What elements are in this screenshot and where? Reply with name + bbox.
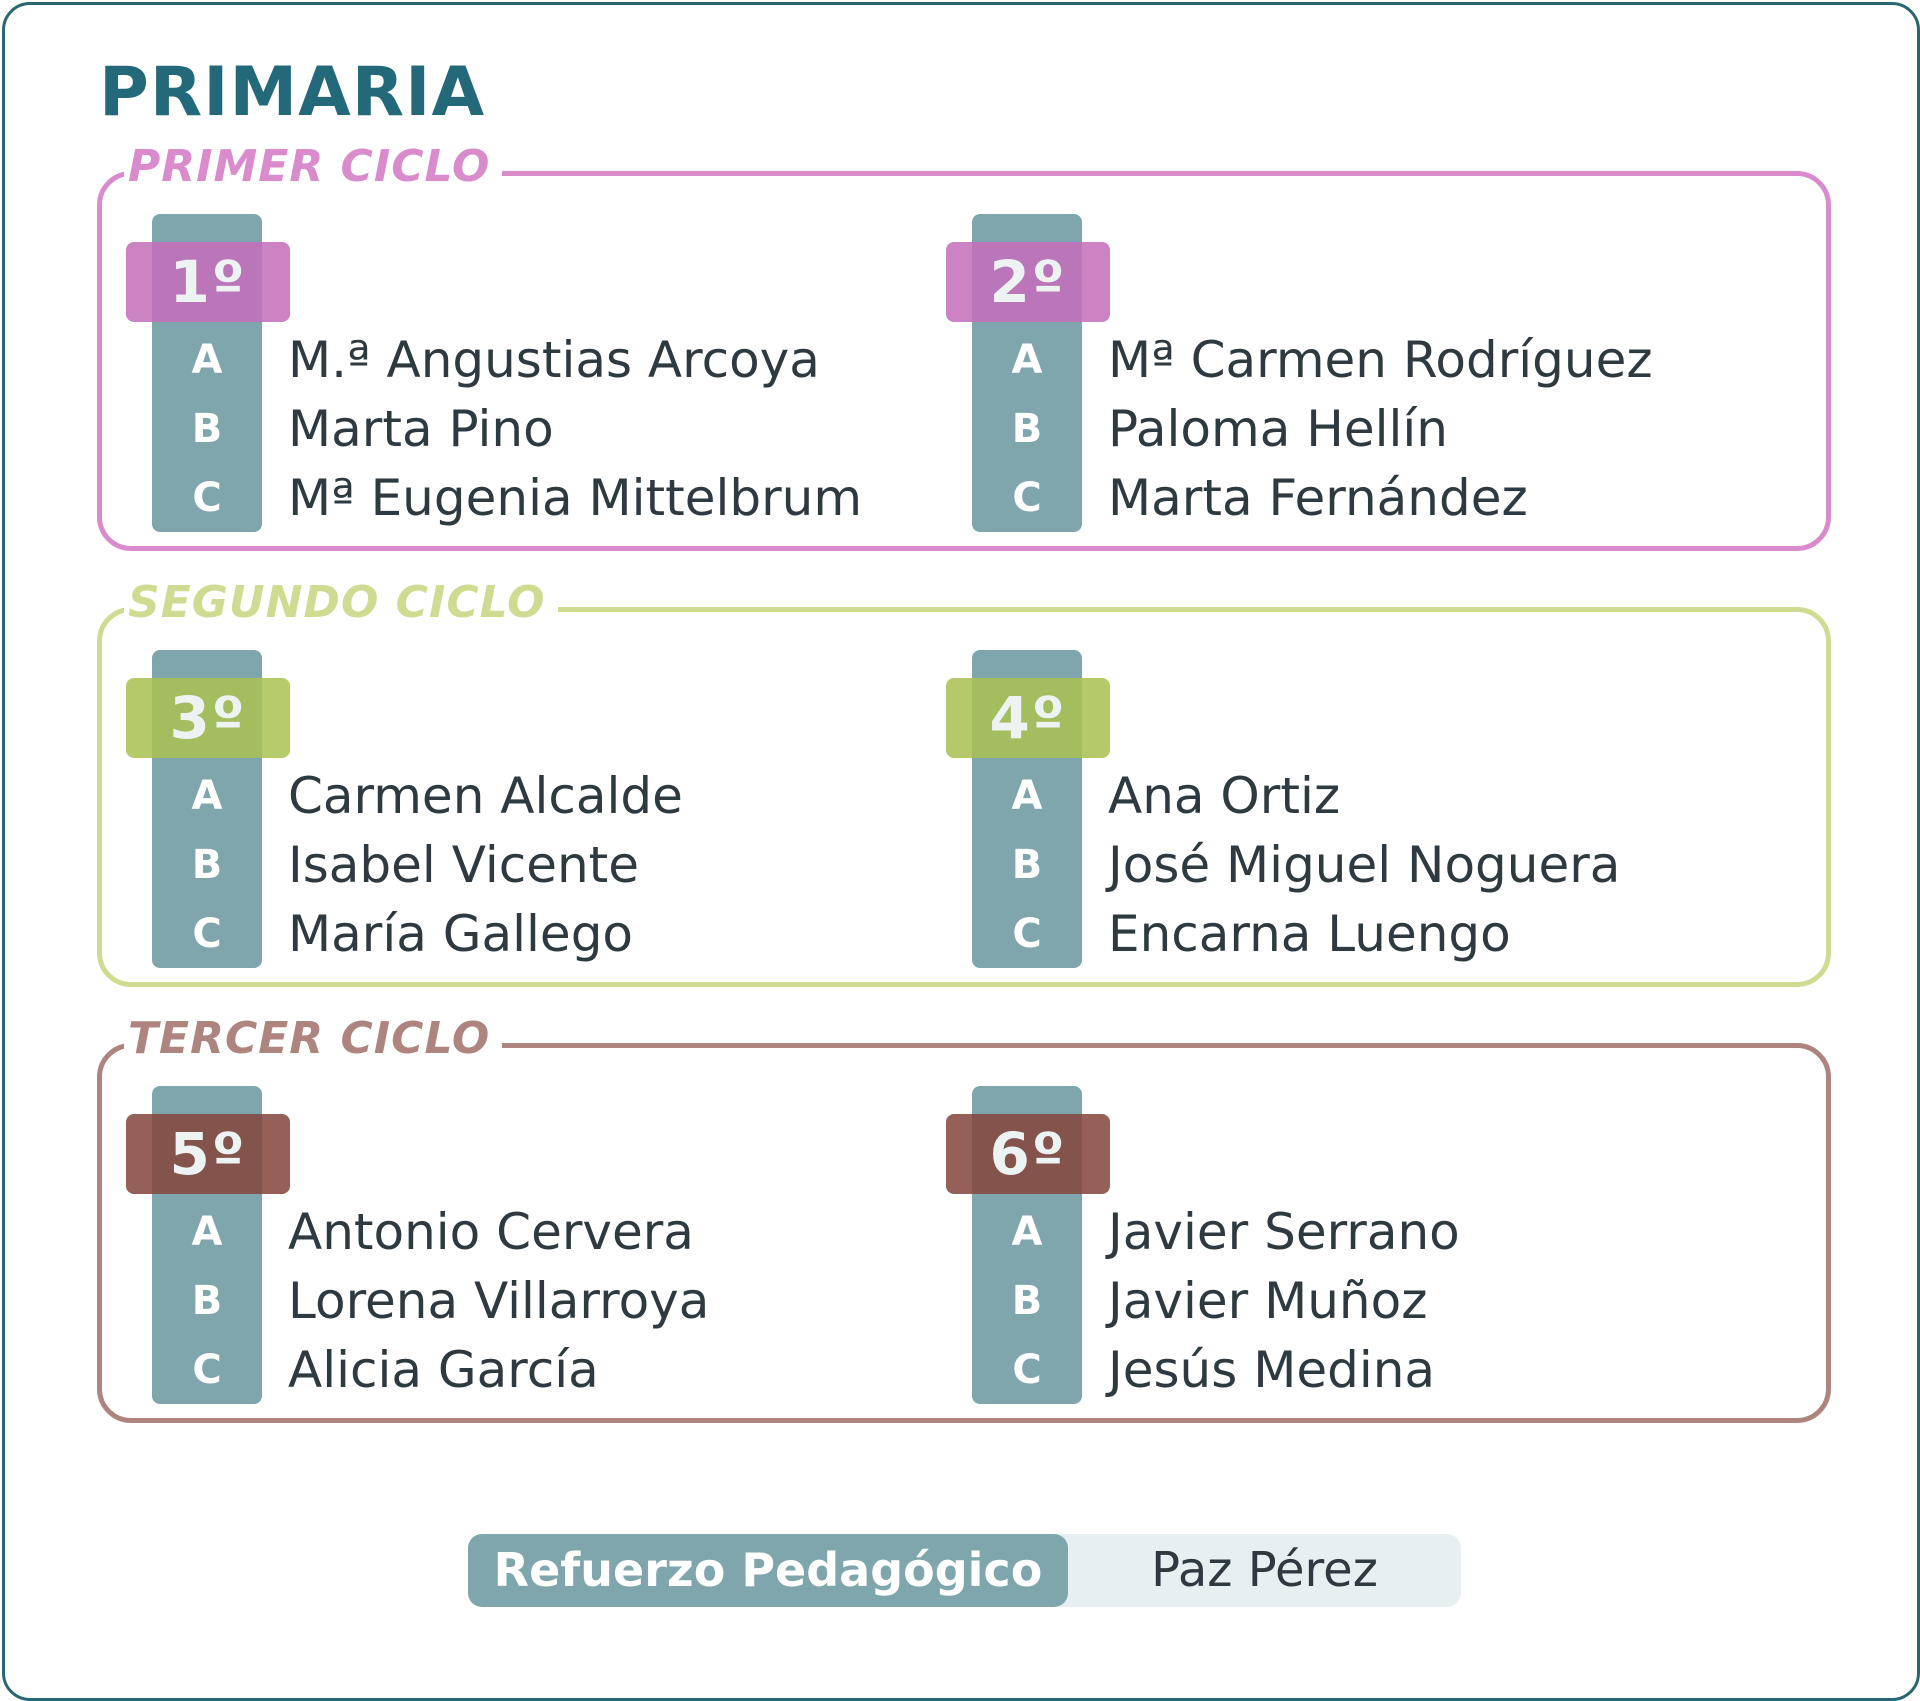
- group-letter: B: [1011, 842, 1043, 888]
- teacher-name: Encarna Luengo: [1108, 905, 1511, 963]
- teacher-name: María Gallego: [288, 905, 634, 963]
- group-letter: B: [191, 406, 223, 452]
- footer-label: Refuerzo Pedagógico: [468, 1534, 1068, 1607]
- group-letter: A: [1011, 773, 1043, 819]
- grade-column: 4º A Ana Ortiz B José Miguel Noguera C Enca…: [922, 650, 1622, 970]
- teacher-name: Jesús Medina: [1108, 1341, 1436, 1399]
- group-letter: C: [1012, 911, 1042, 957]
- group-letter: C: [192, 475, 222, 521]
- group-letter: C: [192, 911, 222, 957]
- footer-teacher-name: Paz Pérez: [1151, 1542, 1378, 1598]
- group-letter: A: [191, 1209, 223, 1255]
- teacher-name: Alicia García: [288, 1341, 599, 1399]
- grade-column: 1º A M.ª Angustias Arcoya B Marta Pino C Mª…: [102, 214, 862, 534]
- cycle-primer: PRIMER CICLO 1º A M.ª Angustias Arcoya B M…: [97, 134, 1831, 551]
- group-letter: A: [191, 337, 223, 383]
- teacher-name: Mª Eugenia Mittelbrum: [288, 469, 863, 527]
- teacher-name: Marta Pino: [288, 400, 554, 458]
- teacher-name: Marta Fernández: [1108, 469, 1528, 527]
- refuerzo-footer: Refuerzo Pedagógico Paz Pérez: [468, 1534, 1461, 1607]
- teacher-name: José Miguel Noguera: [1108, 836, 1621, 894]
- teacher-name: Javier Serrano: [1108, 1203, 1460, 1261]
- group-letter: C: [192, 1347, 222, 1393]
- teacher-name: Paloma Hellín: [1108, 400, 1448, 458]
- teacher-name: Javier Muñoz: [1108, 1272, 1428, 1330]
- group-letter: B: [1011, 406, 1043, 452]
- grade-column: 3º A Carmen Alcalde B Isabel Vicente C Marí…: [102, 650, 802, 970]
- group-letter: B: [191, 1278, 223, 1324]
- group-letter: B: [1011, 1278, 1043, 1324]
- teacher-name: Lorena Villarroya: [288, 1272, 710, 1330]
- cycle-label: TERCER CICLO: [124, 1006, 503, 1072]
- cycle-label: SEGUNDO CICLO: [124, 570, 558, 636]
- group-letter: A: [191, 773, 223, 819]
- grade-column: 2º A Mª Carmen Rodríguez B Paloma Hellín C…: [922, 214, 1653, 534]
- group-letter: A: [1011, 1209, 1043, 1255]
- grade-badge: 5º: [126, 1114, 290, 1194]
- grade-badge: 4º: [946, 678, 1110, 758]
- page-title: PRIMARIA: [99, 53, 486, 132]
- grade-badge: 2º: [946, 242, 1110, 322]
- teacher-name: M.ª Angustias Arcoya: [288, 331, 820, 389]
- grade-column: 6º A Javier Serrano B Javier Muñoz C Jesús …: [922, 1086, 1622, 1406]
- teacher-name: Mª Carmen Rodríguez: [1108, 331, 1653, 389]
- grade-column: 5º A Antonio Cervera B Lorena Villarroya C…: [102, 1086, 802, 1406]
- cycle-segundo: SEGUNDO CICLO 3º A Carmen Alcalde B Isabel…: [97, 570, 1831, 987]
- teacher-name: Antonio Cervera: [288, 1203, 694, 1261]
- teacher-name: Ana Ortiz: [1108, 767, 1341, 825]
- group-letter: A: [1011, 337, 1043, 383]
- grade-badge: 6º: [946, 1114, 1110, 1194]
- grade-badge: 3º: [126, 678, 290, 758]
- teacher-name: Carmen Alcalde: [288, 767, 683, 825]
- group-letter: C: [1012, 475, 1042, 521]
- grade-badge: 1º: [126, 242, 290, 322]
- group-letter: C: [1012, 1347, 1042, 1393]
- cycle-tercer: TERCER CICLO 5º A Antonio Cervera B Lorena…: [97, 1006, 1831, 1423]
- cycle-label: PRIMER CICLO: [124, 134, 503, 200]
- teacher-name: Isabel Vicente: [288, 836, 640, 894]
- group-letter: B: [191, 842, 223, 888]
